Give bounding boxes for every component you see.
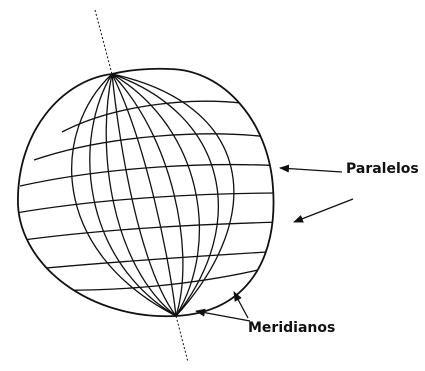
meridian-line [112,74,234,316]
arrow-paralelos-1 [280,168,342,172]
arrow-meridianos-1 [196,311,250,321]
rotation-axis [95,10,188,362]
axis-north [95,10,112,74]
arrow-paralelos-2 [294,199,353,222]
paralelos-label: Paralelos [346,161,419,177]
meridian-line [90,74,176,316]
parallel-line [16,193,284,213]
parallel-line [16,222,282,241]
axis-south [176,316,188,362]
meridianos-label: Meridianos [248,320,335,336]
label-arrows [196,168,353,321]
parallel-line [34,134,268,160]
parallel-line [42,270,258,290]
parallel-line [24,252,268,270]
arrow-meridianos-2 [234,292,248,318]
parallel-line [20,165,282,186]
